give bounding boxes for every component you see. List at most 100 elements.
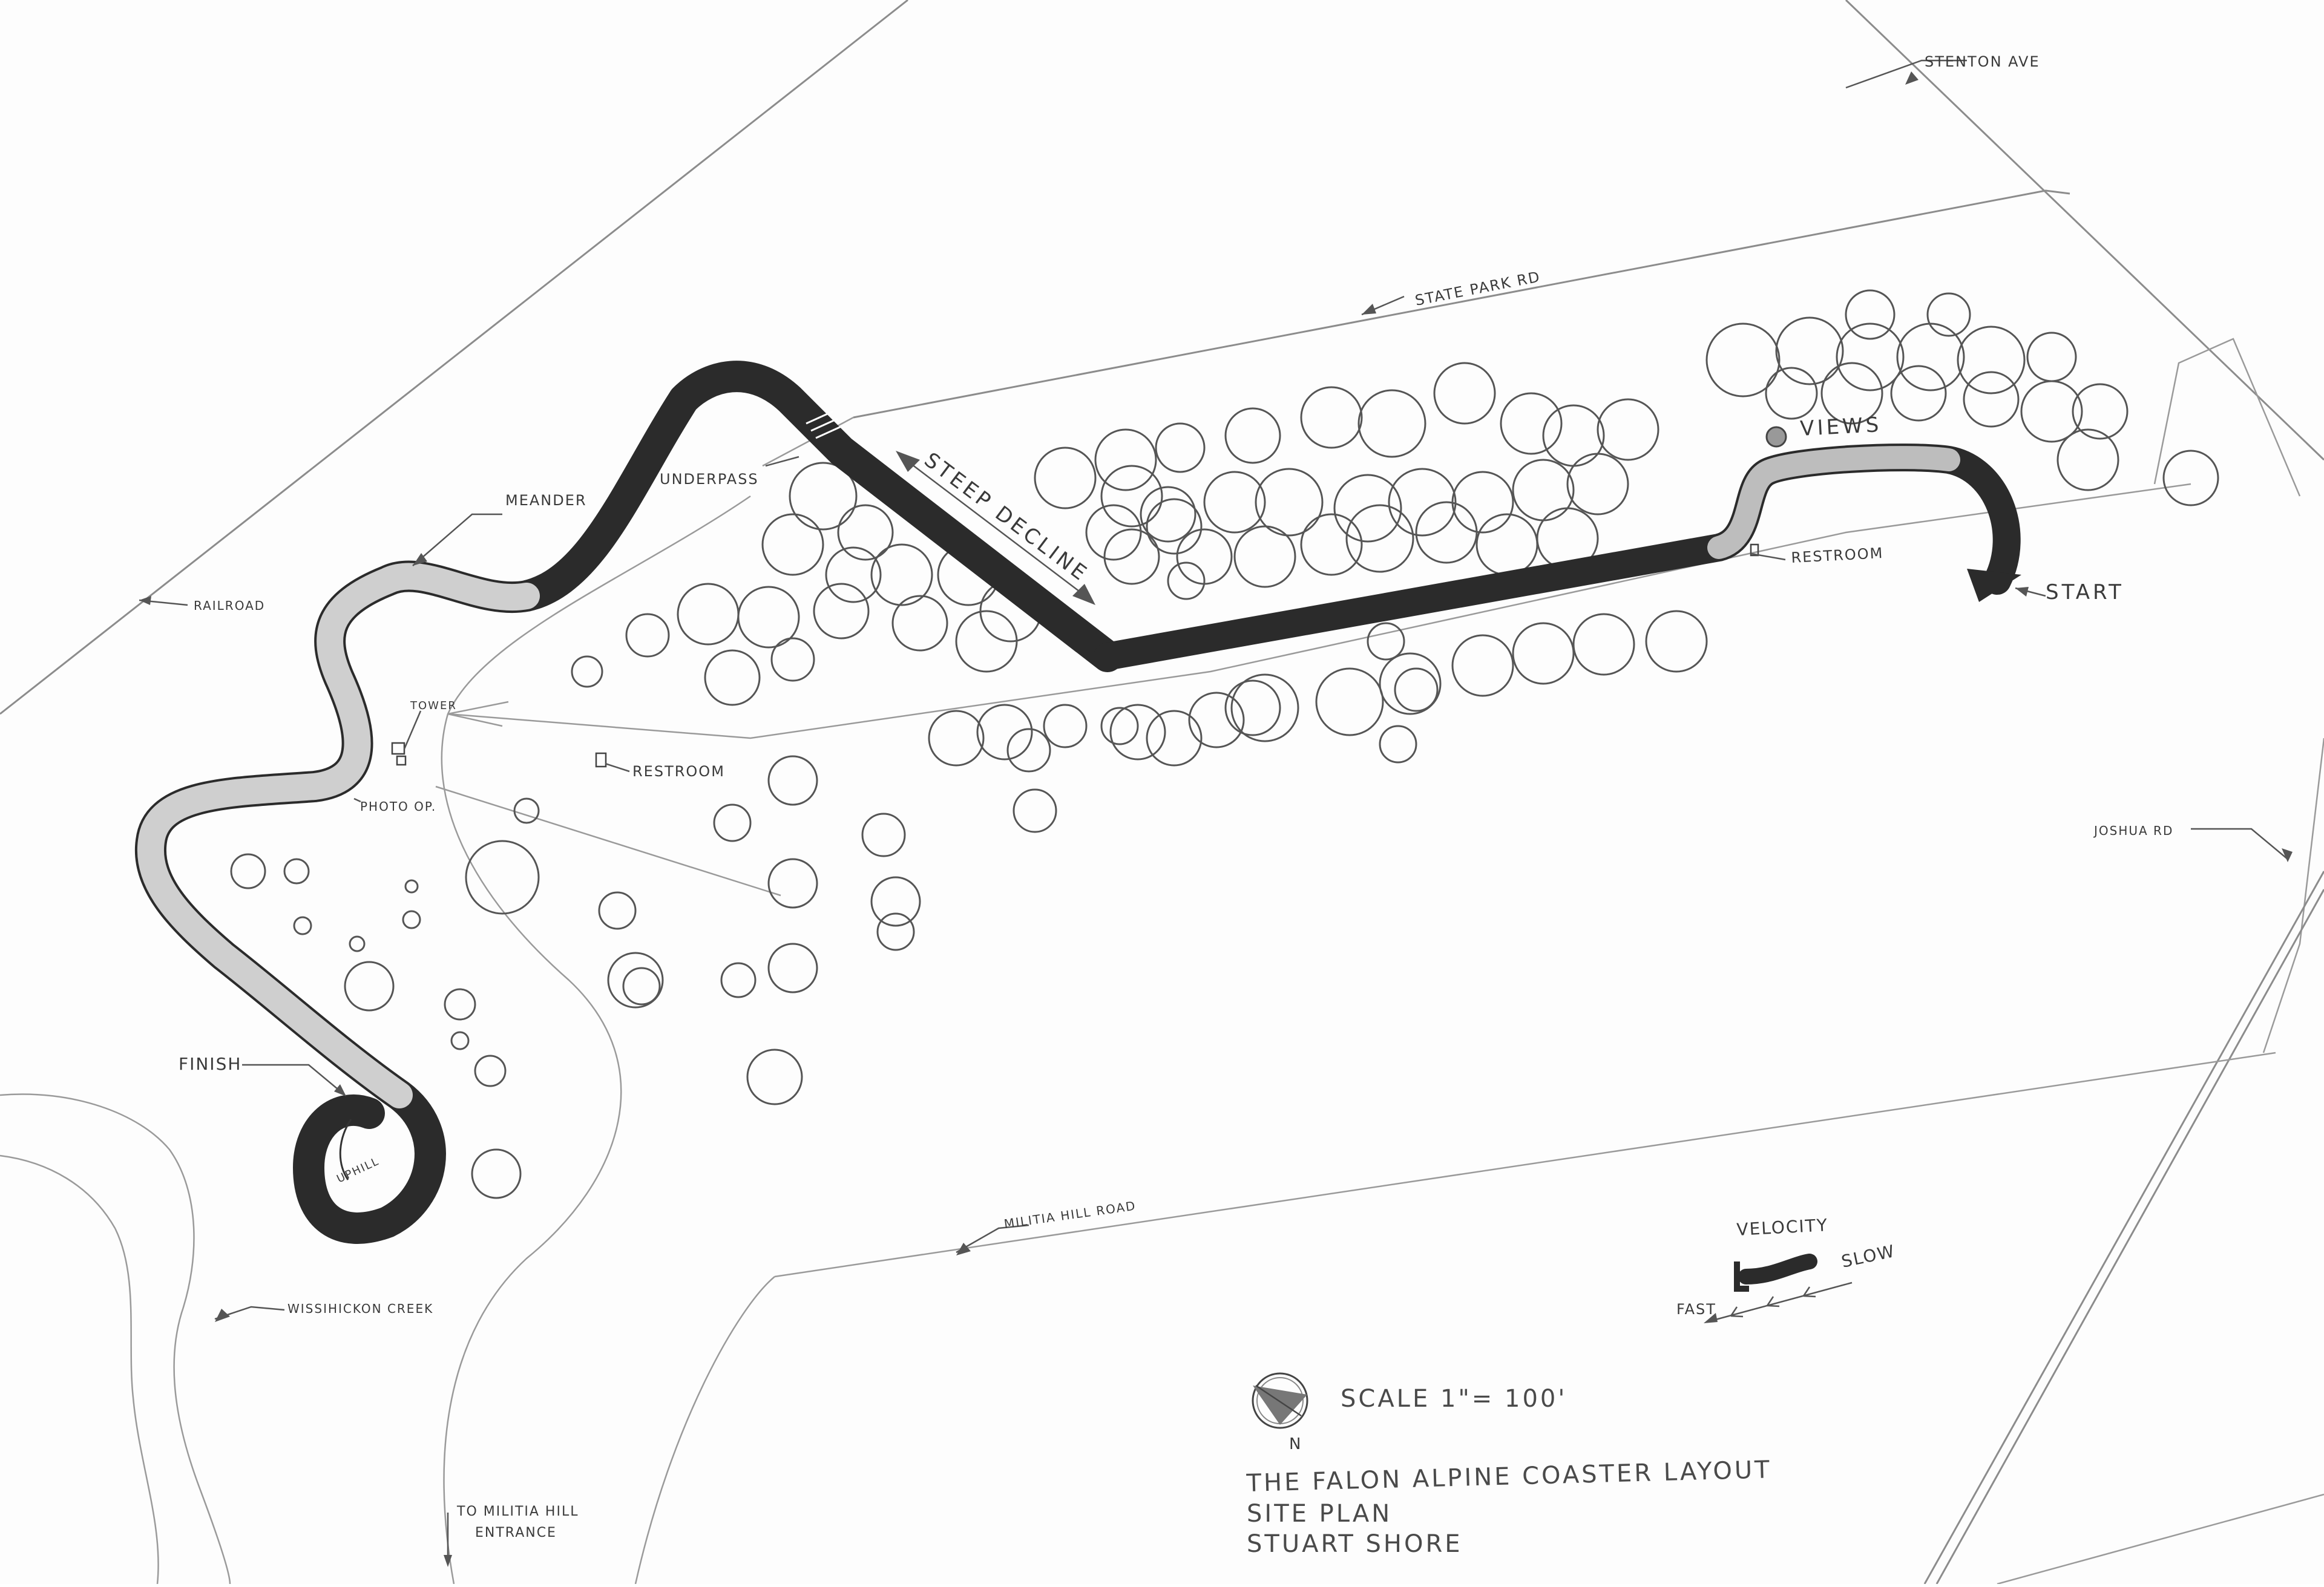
drawing-author: STUART SHORE [1247,1530,1463,1558]
tree-icon [1140,486,1196,543]
tree-icon [767,943,818,993]
restroom-east-label: RESTROOM [1791,545,1884,566]
tree-icon [1451,634,1514,697]
start-label: START [2046,580,2124,604]
creek-bank-east [0,1093,231,1585]
tree-icon [474,1055,507,1087]
tree-icon [1315,667,1384,736]
tree-icon [1300,386,1363,449]
tree-icon [1836,322,1905,391]
tree-icon [1103,528,1160,585]
state-park-rd-line [853,189,2070,419]
tree-icon [2072,383,2129,440]
tree-icon [404,879,419,894]
tree-icon [283,858,310,885]
tree-icon [1572,613,1635,676]
tree-icon [465,840,540,915]
tree-icon [1300,513,1363,576]
tree-icon [1233,525,1296,588]
railroad-label: RAILROAD [194,598,265,613]
tree-icon [1357,389,1426,458]
wissahickon-creek [0,1093,231,1585]
track-downhill-light [137,563,540,1108]
tower-path [447,713,503,727]
slow-label: SLOW [1840,1241,1897,1272]
underpass-label: UNDERPASS [660,471,759,488]
tree-icon [1203,471,1266,534]
velocity-legend [1704,1254,1853,1323]
tree-icon [1896,322,1965,391]
tree-icon [2056,428,2119,491]
tree-icon [976,704,1033,761]
militia-hill-road-east [1997,1493,2324,1585]
tree-icon [1512,459,1575,522]
fast-label: FAST [1676,1301,1716,1318]
stenton-ave-line [1845,0,2324,461]
finish-label: FINISH [179,1054,241,1074]
restroom-west-icon [595,752,607,768]
tree-icon [761,513,824,576]
tree-icon [607,952,664,1009]
tree-icon [813,583,870,640]
restroom-west-label: RESTROOM [632,763,725,780]
tree-icon [1146,710,1203,767]
to-militia-label-2: ENTRANCE [475,1525,557,1540]
joshua-rd-parallel-1 [1923,871,2324,1585]
tree-icon [1255,468,1324,537]
tree-icon [1367,622,1405,661]
tree-icon [1100,707,1139,745]
title-block: SCALE 1"= 100' THE FALON ALPINE COASTER … [1246,1385,1772,1558]
tree-icon [344,961,395,1012]
scale-label: SCALE 1"= 100' [1341,1385,1567,1413]
tree-icon [1094,428,1157,491]
underpass-hatch [806,410,843,439]
views-label: VIEWS [1799,413,1882,441]
structures [339,426,1787,1180]
tree-icon [713,803,752,842]
tree-icon [928,710,985,767]
entrance-drive [441,495,751,1585]
tree-icon [1034,447,1097,509]
tree-icon [1475,513,1538,576]
tower-path-2 [435,785,781,897]
tree-icon [1775,316,1844,385]
tree-icon [1394,667,1439,712]
tree-icon [955,610,1018,673]
tower-path-3 [447,701,509,715]
tree-icon [789,462,858,531]
joshua-rd-label: JOSHUA RD [2093,823,2173,838]
tree-icon [444,988,476,1021]
tree-icon [870,543,933,606]
tree-icon [1043,704,1088,748]
tree-icon [1705,322,1781,398]
wissahickon-creek-label: WISSIHICKON CREEK [287,1301,433,1316]
tree-icon [1597,398,1659,461]
to-militia-label-1: TO MILITIA HILL [456,1504,579,1519]
tree-icon [571,655,603,688]
tree-icon [1224,679,1281,736]
park-boundary-east [2153,338,2301,497]
tree-icon [746,1049,803,1105]
militia-hill-road-line [774,1052,2276,1278]
railroad-line [0,0,908,715]
creek-bank-west [0,1154,159,1585]
tree-icon [2026,332,2077,382]
tree-icon [1085,504,1142,561]
tree-icon [1155,422,1206,473]
tree-icon [1379,652,1442,715]
joshua-rd-line [2262,738,2324,1053]
north-label: N [1289,1435,1302,1453]
tree-icon [767,858,818,909]
tree-icon [1188,692,1245,748]
tree-icon [1388,468,1457,537]
stenton-ave-label: STENTON AVE [1925,53,2040,70]
tree-icon [513,797,540,824]
tree-icon [1013,788,1057,833]
leader-lines [139,59,2293,1567]
tree-icon [1230,673,1299,742]
tree-icon [770,637,815,682]
tree-icon [1566,453,1629,515]
